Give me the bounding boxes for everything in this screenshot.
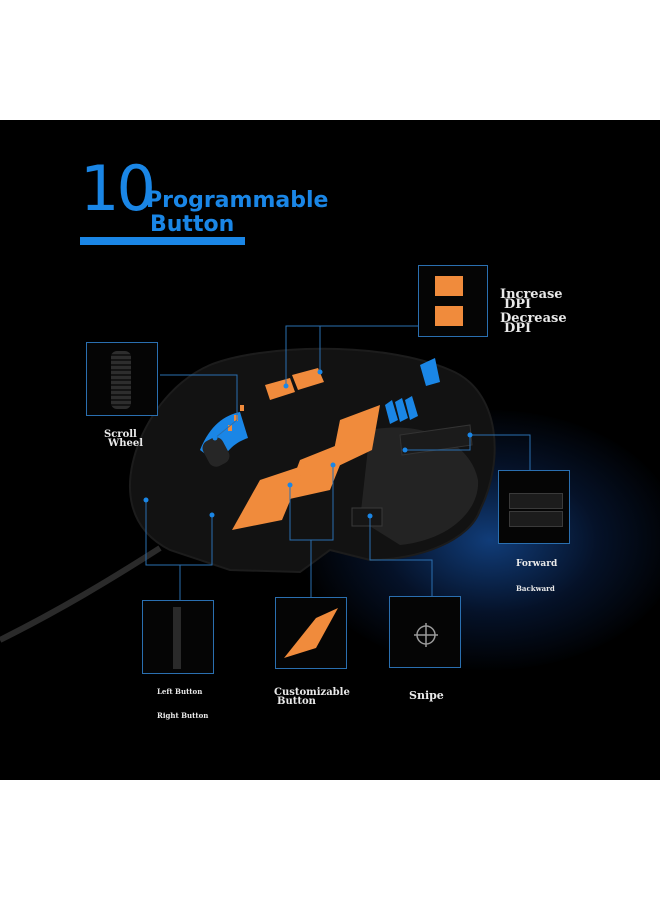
orange-plate-icon <box>284 608 338 658</box>
customizable-label-1: Customizable <box>274 687 350 698</box>
grip-panel <box>360 427 479 545</box>
customizable-label-2: Button <box>277 696 316 707</box>
scroll-wheel-inset <box>86 342 158 416</box>
heading-underline <box>80 237 245 245</box>
side-buttons-inset <box>498 470 570 544</box>
mouse-illustration <box>0 325 531 643</box>
customizable-button-inset <box>275 597 347 669</box>
decrease-label-1: Decrease <box>500 311 567 326</box>
orange-plate-center <box>285 440 350 500</box>
increase-label-2: DPI <box>504 297 532 312</box>
scroll-wheel-icon <box>111 351 131 409</box>
scroll-label-2: Wheel <box>108 438 144 449</box>
decrease-dpi-icon <box>435 306 463 326</box>
product-panel: 10 Programmable Button <box>0 120 660 780</box>
dpi-buttons-inset <box>418 265 488 337</box>
crosshair-icon <box>414 623 438 647</box>
dpi-increase-key <box>292 368 324 390</box>
scroll-label-1: Scroll <box>104 429 137 440</box>
side-buttons <box>399 424 473 456</box>
orange-plate-left <box>232 465 305 530</box>
backward-label: Backward <box>516 584 555 593</box>
decrease-label-2: DPI <box>504 321 532 336</box>
snipe-label: Snipe <box>409 689 444 702</box>
right-button-label: Right Button <box>157 711 209 720</box>
snipe-key <box>351 507 383 527</box>
backward-button-icon <box>509 511 563 527</box>
heading-number: 10 <box>80 152 156 225</box>
dpi-decrease-key <box>265 378 295 400</box>
left-right-button-inset <box>142 600 214 674</box>
forward-button-icon <box>509 493 563 509</box>
increase-dpi-icon <box>435 276 463 296</box>
snipe-inset <box>389 596 461 668</box>
increase-label-1: Increase <box>500 287 563 302</box>
forward-label: Forward <box>516 559 558 569</box>
left-button-label: Left Button <box>157 687 203 696</box>
heading-line-1: Programmable <box>146 188 329 213</box>
heading-line-2: Button <box>150 212 235 237</box>
button-divider-icon <box>173 607 181 669</box>
logo-light <box>420 358 440 386</box>
mouse-cable <box>0 545 162 643</box>
scroll-wheel <box>202 437 230 467</box>
